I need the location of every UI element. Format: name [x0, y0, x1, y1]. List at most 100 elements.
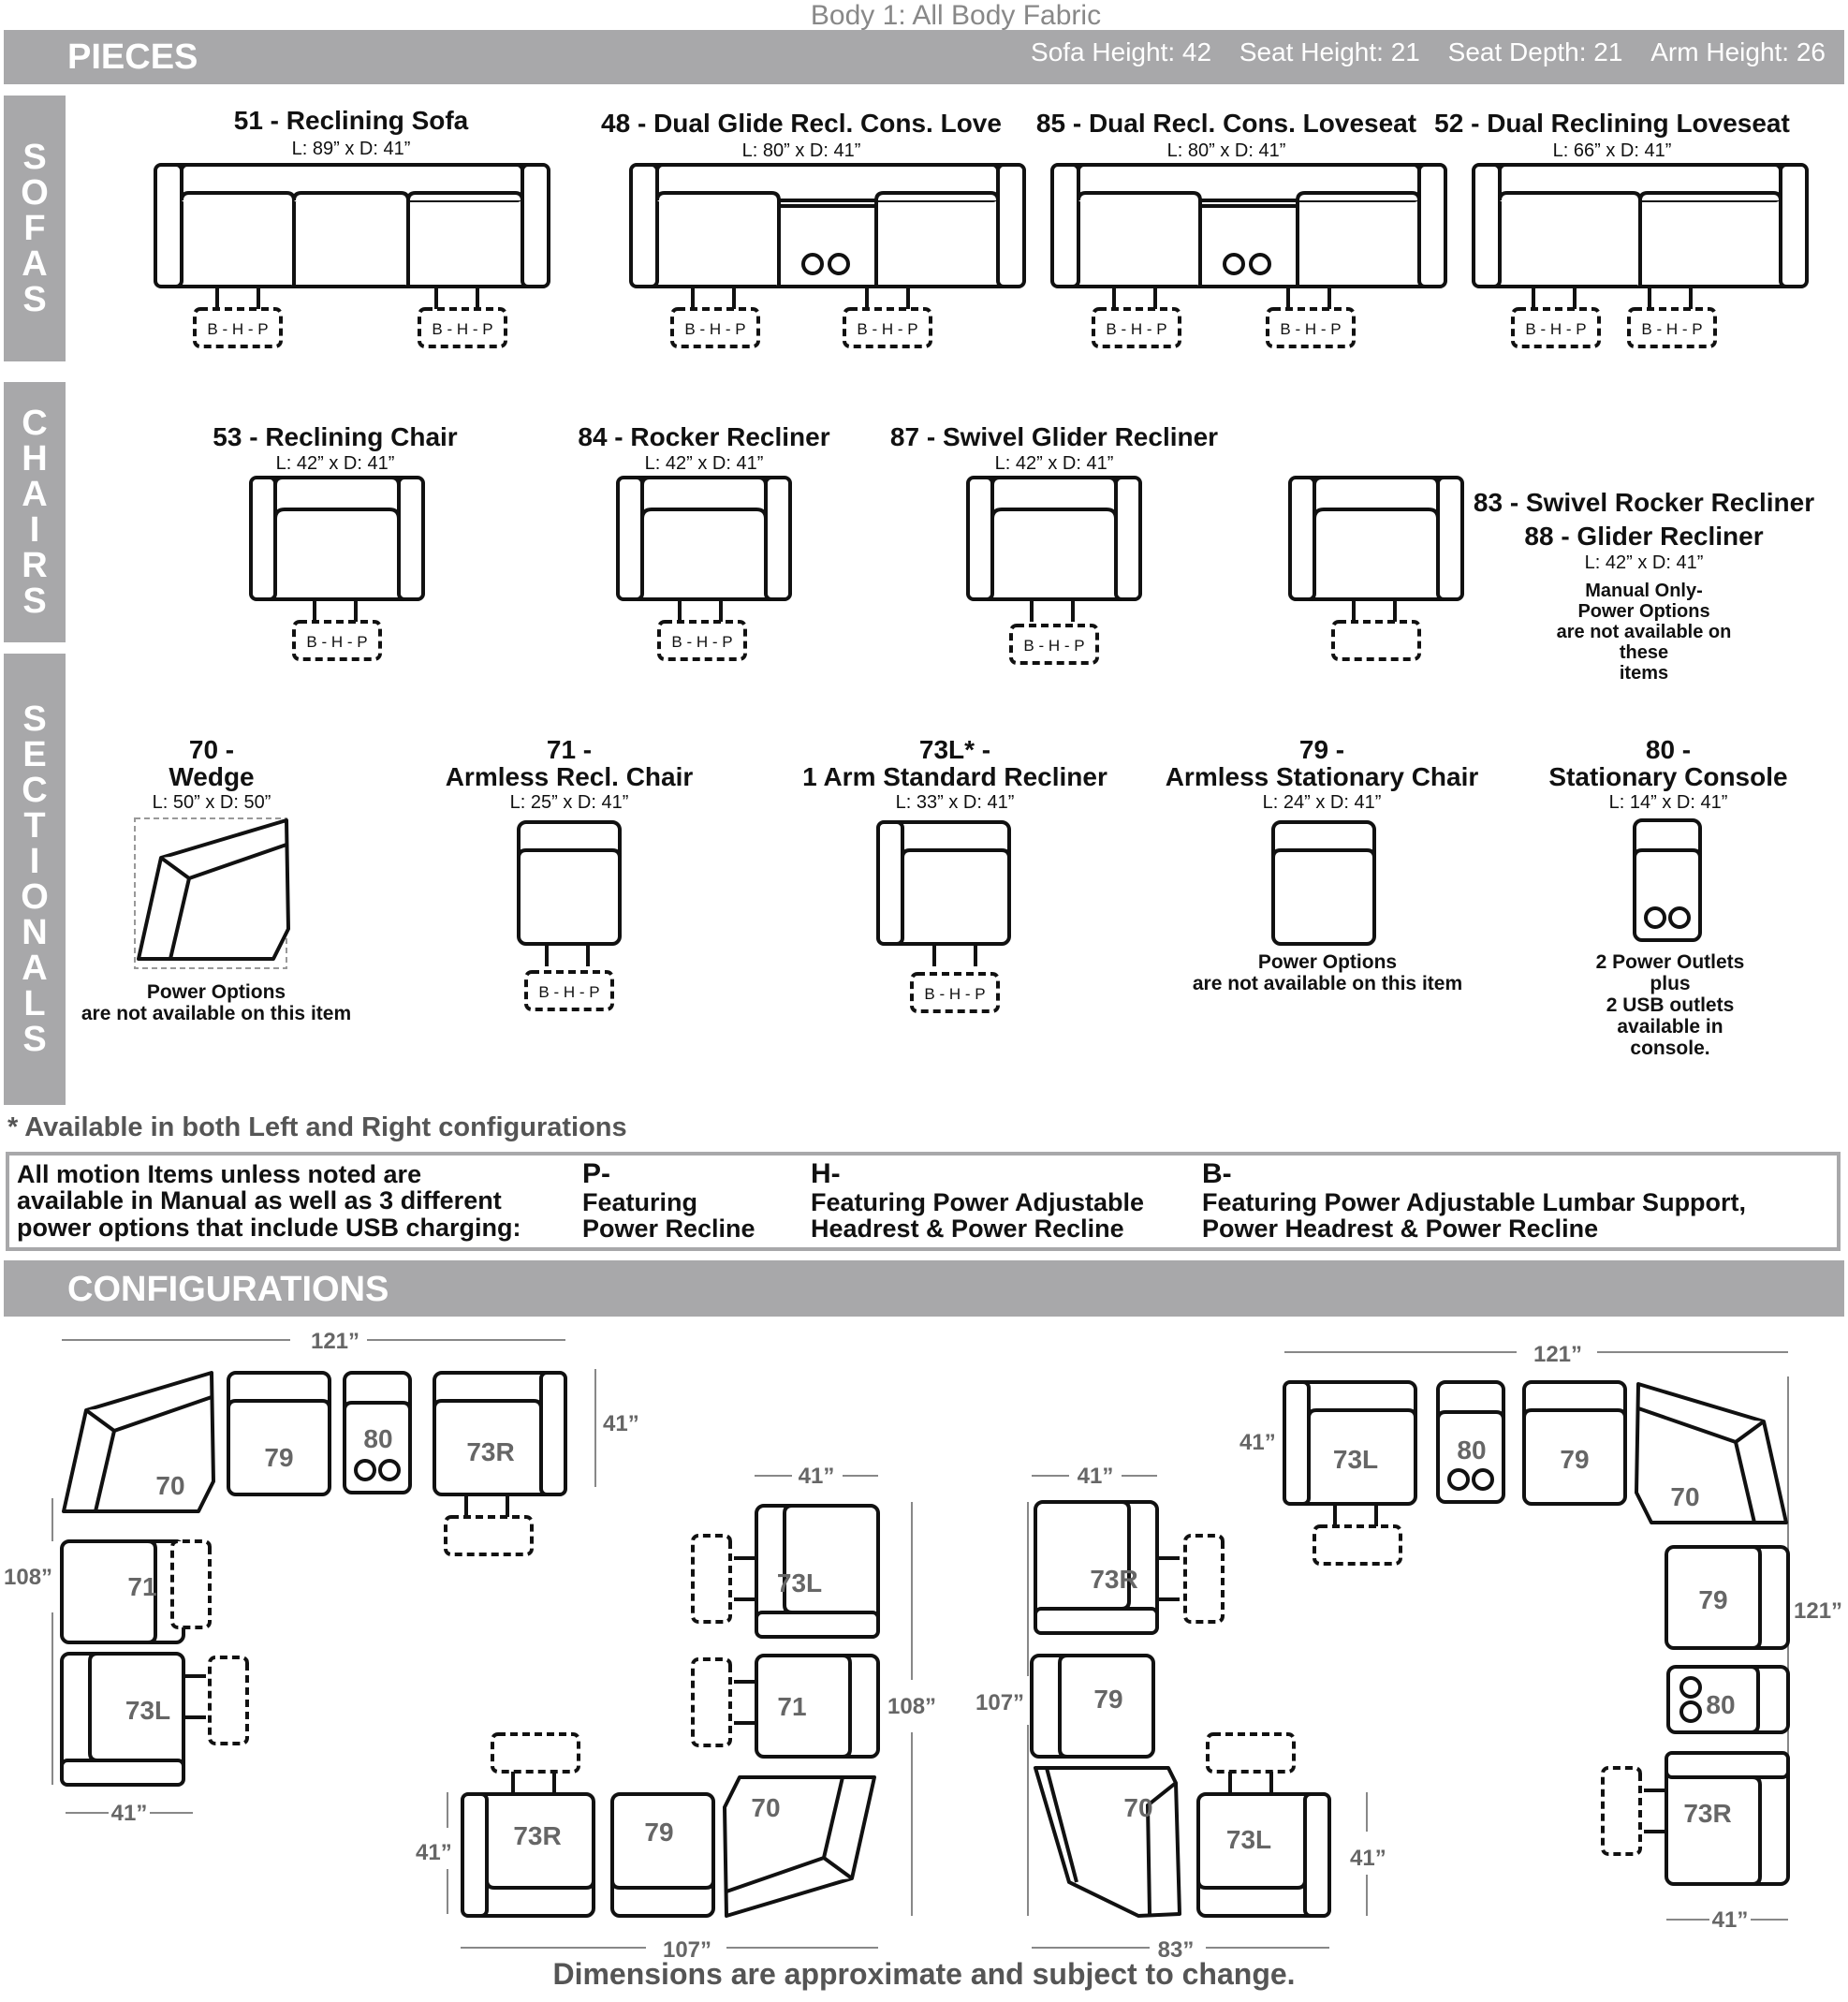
body-fabric-caption: Body 1: All Body Fabric	[810, 0, 1102, 31]
svg-text:107”: 107”	[663, 1937, 711, 1963]
svg-text:107”: 107”	[975, 1690, 1024, 1715]
sofa-85-drawing	[1050, 163, 1447, 346]
sect-80-drawing	[1633, 818, 1702, 942]
chair-83-88-dims: L: 42” x D: 41”	[1584, 552, 1704, 573]
svg-text:79: 79	[644, 1818, 673, 1847]
chair-88-title: 88 - Glider Recliner	[1524, 522, 1764, 551]
svg-text:41”: 41”	[111, 1801, 148, 1826]
svg-text:73L: 73L	[1226, 1825, 1271, 1854]
sect-79-drawing	[1271, 820, 1376, 946]
chair-83-88-note: Manual Only-Power Options are not availa…	[1556, 581, 1732, 684]
chair-53-dims: L: 42” x D: 41”	[275, 453, 395, 474]
pieces-title: PIECES	[67, 37, 198, 77]
spec-sofa-height: Sofa Height: 42	[1031, 37, 1212, 66]
sofa-85-dims: L: 80” x D: 41”	[1166, 140, 1286, 161]
chair-87-dims: L: 42” x D: 41”	[994, 453, 1114, 474]
sofa-48-title: 48 - Dual Glide Recl. Cons. Love	[601, 109, 1002, 138]
svg-text:73L: 73L	[777, 1568, 822, 1597]
svg-text:73R: 73R	[466, 1437, 514, 1466]
svg-text:80: 80	[363, 1424, 392, 1453]
chair-83-88-drawing	[1288, 476, 1464, 661]
svg-text:73R: 73R	[1090, 1565, 1137, 1594]
svg-text:80: 80	[1706, 1690, 1735, 1719]
chair-87-drawing	[966, 476, 1142, 663]
svg-text:71: 71	[127, 1572, 156, 1601]
sofa-48-drawing	[629, 163, 1026, 346]
sofa-48-dims: L: 80” x D: 41”	[741, 140, 861, 161]
legend-b: B-Featuring Power Adjustable Lumbar Supp…	[1202, 1158, 1747, 1243]
svg-text:41”: 41”	[603, 1411, 639, 1436]
config-footnote: * Available in both Left and Right confi…	[7, 1112, 627, 1142]
spec-arm-height: Arm Height: 26	[1650, 37, 1826, 66]
svg-text:79: 79	[1093, 1685, 1122, 1714]
svg-text:73R: 73R	[513, 1821, 561, 1850]
svg-text:41”: 41”	[416, 1840, 452, 1865]
sofa-51-drawing	[154, 163, 550, 346]
svg-text:70: 70	[155, 1471, 184, 1500]
sect-73l-title: 73L* -1 Arm Standard Recliner	[802, 735, 1107, 792]
sofa-85-title: 85 - Dual Recl. Cons. Loveseat	[1035, 109, 1417, 138]
sect-73l-drawing	[876, 820, 1011, 1011]
config-2: 41” 108” 41” 107” 73L 71 70 79 73R	[416, 1464, 936, 1963]
spec-list: Sofa Height: 42 Seat Height: 21 Seat Dep…	[1010, 37, 1826, 67]
chair-84-dims: L: 42” x D: 41”	[644, 453, 764, 474]
sect-80-title: 80 -Stationary Console	[1548, 735, 1788, 792]
chair-87-title: 87 - Swivel Glider Recliner	[889, 422, 1219, 451]
sofa-52-dims: L: 66” x D: 41”	[1552, 140, 1672, 161]
spec-seat-depth: Seat Depth: 21	[1447, 37, 1623, 66]
sect-71-title: 71 -Armless Recl. Chair	[445, 735, 694, 792]
sect-80-dims: L: 14” x D: 41”	[1608, 792, 1728, 813]
svg-text:79: 79	[264, 1443, 293, 1472]
svg-text:108”: 108”	[887, 1694, 936, 1719]
svg-text:41”: 41”	[799, 1464, 835, 1489]
svg-text:121”: 121”	[1533, 1342, 1582, 1367]
svg-text:41”: 41”	[1239, 1430, 1276, 1455]
sect-70-drawing	[134, 817, 290, 969]
sect-70-dims: L: 50” x D: 50”	[152, 792, 271, 813]
configurations-header-bar: CONFIGURATIONS	[4, 1260, 1844, 1317]
svg-text:73L: 73L	[125, 1696, 170, 1725]
pieces-header-bar: PIECES Sofa Height: 42 Seat Height: 21 S…	[4, 30, 1844, 84]
svg-text:70: 70	[1670, 1482, 1699, 1511]
footer-disclaimer: Dimensions are approximate and subject t…	[552, 1957, 1296, 1991]
sect-71-dims: L: 25” x D: 41”	[509, 792, 629, 813]
svg-text:83”: 83”	[1158, 1937, 1195, 1963]
svg-text:41”: 41”	[1078, 1464, 1114, 1489]
chair-83-title: 83 - Swivel Rocker Recliner	[1473, 488, 1815, 517]
spec-seat-height: Seat Height: 21	[1239, 37, 1420, 66]
sect-70-title: 70 -Wedge	[169, 735, 255, 792]
sect-79-title: 79 -Armless Stationary Chair	[1165, 735, 1479, 792]
svg-text:71: 71	[777, 1692, 806, 1721]
svg-text:70: 70	[751, 1793, 780, 1822]
configurations-title: CONFIGURATIONS	[67, 1270, 389, 1309]
svg-text:73R: 73R	[1683, 1799, 1731, 1828]
chair-84-drawing	[616, 476, 792, 659]
svg-text:79: 79	[1560, 1445, 1589, 1474]
chair-84-title: 84 - Rocker Recliner	[578, 422, 830, 451]
svg-text:41”: 41”	[1712, 1907, 1749, 1933]
svg-text:73L: 73L	[1333, 1445, 1378, 1474]
config-1: 121” 41” 108” 41” 70 79 80 73R 71 73L	[4, 1329, 639, 1826]
chair-53-drawing	[249, 476, 425, 659]
config-4: 121” 41” 121” 41” 73L 80 79 70 79 80 73R	[1239, 1342, 1842, 1933]
sofa-52-title: 52 - Dual Reclining Loveseat	[1434, 109, 1790, 138]
svg-text:121”: 121”	[1794, 1598, 1842, 1624]
svg-text:79: 79	[1698, 1585, 1727, 1614]
svg-text:70: 70	[1123, 1793, 1152, 1822]
sofa-51-title: 51 - Reclining Sofa	[233, 106, 469, 135]
sect-71-drawing	[517, 820, 622, 1009]
config-3: 41” 107” 41” 83” 73R 79 70 73L	[975, 1464, 1386, 1963]
sofa-51-dims: L: 89” x D: 41”	[291, 139, 411, 159]
sect-73l-dims: L: 33” x D: 41”	[895, 792, 1015, 813]
sofa-52-drawing	[1472, 163, 1809, 346]
